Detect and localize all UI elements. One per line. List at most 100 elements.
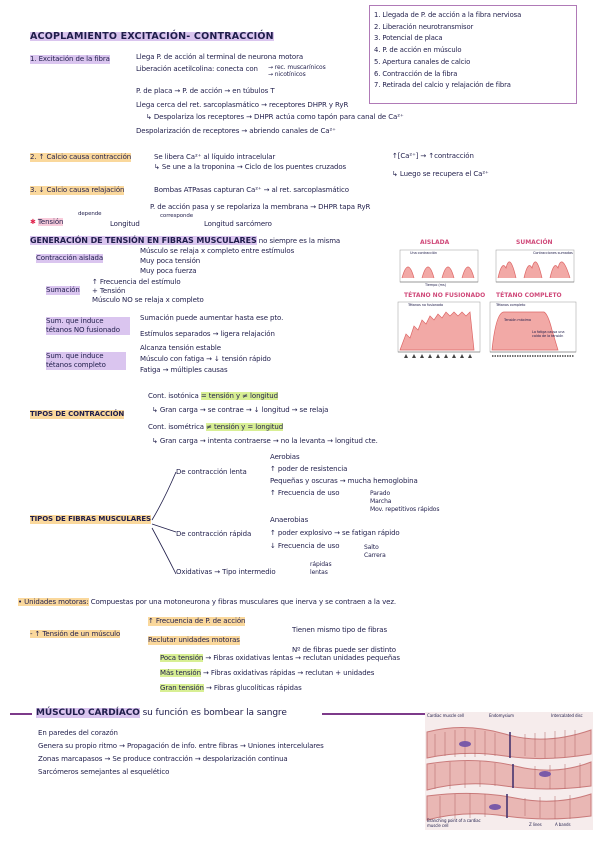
cardiac-muscle-figure: Cardiac muscle cell Endomysium Intercala… [425,712,593,830]
chart-title: AISLADA [420,239,450,246]
s1-line: Liberación acetilcolina: conecta con [136,65,258,73]
rapida-uso: Salto Carrera [364,544,386,560]
s1-line: Llega cerca del ret. sarcoplasmático → r… [136,101,349,109]
rapida-items: Anaerobias ↑ poder explosivo → se fatiga… [270,514,400,553]
s2-line: ↑[Ca²⁺] → ↑contracción [392,152,474,160]
gen-item: Sumación puede aumentar hasta ese pto. [140,314,284,322]
cardiaco-item: Zonas marcapasos → Se produce contracció… [38,755,288,763]
gen-item: Músculo con fatiga → ↓ tensión rápido [140,355,271,363]
oxidativas-sub-item: lentas [310,569,328,576]
s1-line: Despolarización de receptores → abriendo… [136,127,336,135]
unidades-label: - ↑ Tensión de un músculo [30,630,120,639]
cardiaco-title: MÚSCULO CARDÍACO [36,708,140,718]
tipos-contraccion-label: TIPOS DE CONTRACCIÓN [30,410,125,419]
unidades-text: Compuestas por una motoneurona y fibras … [90,598,397,606]
oxidativas-row: Oxidativas → Tipo intermedio [176,568,276,576]
tension-row-hl: Más tensión [160,669,201,677]
cardiaco-item: Sarcómeros semejantes al esquelético [38,768,170,776]
gen-header: GENERACIÓN DE TENSIÓN EN FIBRAS MUSCULAR… [30,236,340,246]
s3-line: Bombas ATPasas capturan Ca²⁺ → al ret. s… [154,186,349,194]
gen-label: Sumación [46,286,80,295]
figure-label: Intercalated disc [551,713,583,718]
chart-title: SUMACIÓN [516,239,553,246]
reclutar-item: Tienen mismo tipo de fibras [292,626,388,634]
index-item: 7. Retirada del calcio y relajación de f… [374,81,511,90]
gen-label: Sum. que induce tétanos completo [46,352,126,370]
tension-row-hl: Poca tensión [160,654,204,662]
index-box [369,5,577,104]
tension-row-rest: → Fibras oxidativas lentas → reclutan un… [205,654,400,662]
gen-items: Sumación puede aumentar hasta ese pto. E… [140,310,283,342]
figure-label: A bands [555,822,571,827]
tension-row-rest: → Fibras oxidativas rápidas → reclutan +… [203,669,375,677]
index-list: 1. Llegada de P. de acción a la fibra ne… [374,10,521,92]
isotonica-hl: = tensión y ≠ longitud [200,392,278,400]
unidades-bullet: • Unidades motoras: [18,598,89,606]
unidades-label-text: - ↑ Tensión de un músculo [30,630,121,638]
figure-label: Cardiac muscle cell [427,713,464,718]
cardiaco-header: MÚSCULO CARDÍACO su función es bombear l… [36,707,287,719]
receptor-item: → nicotínicos [268,71,306,78]
tension-line: ✱ Tensión [30,218,63,227]
s1-line: Llega P. de acción al terminal de neuron… [136,53,304,61]
isometrica-hl: ≠ tensión y = longitud [206,423,284,431]
chart-aislada [399,249,479,283]
fibra-rapida: De contracción rápida [176,530,252,538]
isometrica: Cont. isométrica [148,423,204,431]
gen-label: Sum. que induce tétanos NO fusionado [46,317,130,335]
s1-label: 1. Excitación de la fibra [30,55,110,64]
index-item: 5. Apertura canales de calcio [374,57,471,66]
chart-sumacion [495,249,575,283]
unidades-freq: ↑ Frecuencia de P. de acción [148,617,246,626]
cardiaco-items: En paredes del corazón Genera su propio … [38,727,324,779]
cardiac-muscle-drawing [425,712,593,830]
lenta-items: Aerobias ↑ poder de resistencia Pequeñas… [270,451,418,499]
chart-tetano-no-fusionado [397,301,481,358]
tension-corresponde: corresponde [160,213,194,219]
s1-line: P. de placa → P. de acción → en túbulos … [136,87,275,95]
tension-row: Gran tensión → Fibras glucolíticas rápid… [160,684,302,693]
gen-title: GENERACIÓN DE TENSIÓN EN FIBRAS MUSCULAR… [30,236,257,245]
fibra-lenta: De contracción lenta [176,468,247,476]
tension-rest: Longitud sarcómero [204,220,272,228]
chart-xaxis: Tiempo (ms) [425,283,446,287]
page-title: ACOPLAMIENTO EXCITACIÓN- CONTRACCIÓN [30,31,274,42]
gen-item: + Tensión [92,287,126,295]
star-icon: ✱ [30,218,36,226]
gen-items: Alcanza tensión estable Músculo con fati… [140,343,271,376]
figure-label: Branching point of a cardiac muscle cell [427,818,481,828]
s2-label: 2. ↑ Calcio causa contracción [30,153,132,162]
isotonica-sub: ↳ Gran carga → se contrae → ↓ longitud →… [152,406,329,414]
s2-line: ↳ Se une a la troponina → Ciclo de los p… [154,163,347,171]
s2-line: Se libera Ca²⁺ al líquido intracelular [154,153,276,161]
cardiaco-item: En paredes del corazón [38,729,118,737]
gen-item: Estímulos separados → ligera relajación [140,330,275,338]
figure-label: Z lines [529,822,542,827]
gen-item: ↑ Frecuencia del estímulo [92,278,181,286]
oxidativas: Oxidativas [176,568,213,576]
lenta-uso: Parado Marcha Mov. repetitivos rápidos [370,490,440,514]
reclutar-item: Nº de fibras puede ser distinto [292,646,396,654]
chart-small-text: Contracciones sumadas [533,251,573,255]
lenta-item: ↑ poder de resistencia [270,465,348,473]
receptor-item: → rec. muscarínicos [268,64,326,71]
tension-depende: depende [78,211,102,217]
tension-word: Tensión [37,218,64,226]
gen-items: Músculo se relaja x completo entre estím… [140,246,294,276]
tension-row: Más tensión → Fibras oxidativas rápidas … [160,669,374,678]
gen-item: Alcanza tensión estable [140,344,221,352]
index-item: 4. P. de acción en músculo [374,46,462,55]
chart-small-text: Una contracción [410,251,437,255]
uso-item: Salto [364,544,379,551]
cardiaco-subtitle: su función es bombear la sangre [142,708,287,718]
index-item: 3. Potencial de placa [374,34,443,43]
oxidativas-rest: Tipo intermedio [222,568,276,576]
uso-item: Carrera [364,552,386,559]
uso-item: Mov. repetitivos rápidos [370,506,440,513]
chart-title: TÉTANO NO FUSIONADO [404,292,486,299]
gen-note: no siempre es la misma [258,237,341,245]
s3-label: 3. ↓ Calcio causa relajación [30,186,125,195]
reclutar-items: Tienen mismo tipo de fibras Nº de fibras… [292,620,396,660]
tension-row-rest: → Fibras glucolíticas rápidas [206,684,302,692]
rapida-item: Anaerobias [270,516,309,524]
